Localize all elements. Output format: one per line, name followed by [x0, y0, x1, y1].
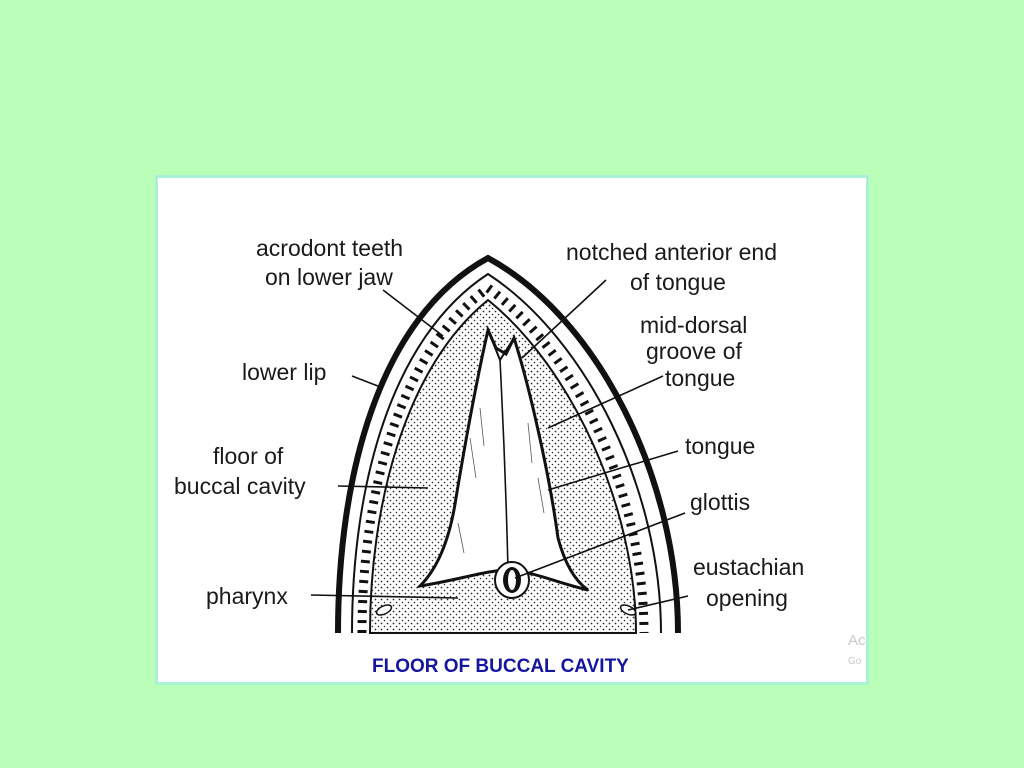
- mid-dorsal-groove: [499, 359, 509, 571]
- tongue-texture: [457, 407, 545, 554]
- faint-text-top: Ac: [848, 632, 866, 649]
- label-tongue: tongue: [685, 433, 755, 459]
- label-mid-dorsal-groove: mid-dorsal groove of tongue: [640, 312, 754, 391]
- faint-text-bottom: Go: [848, 656, 862, 667]
- label-floor-of-buccal-cavity: floor of buccal cavity: [174, 443, 306, 499]
- eustachian-opening-left: [375, 604, 393, 616]
- label-eustachian-opening: eustachian opening: [693, 554, 811, 611]
- buccal-cavity-diagram: acrodont teeth on lower jaw notched ante…: [174, 235, 866, 677]
- acrodont-teeth-row: [357, 282, 649, 634]
- label-lower-lip: lower lip: [242, 359, 326, 385]
- lower-lip-band: [351, 272, 662, 634]
- label-glottis: glottis: [690, 489, 750, 515]
- label-pharynx: pharynx: [206, 583, 288, 609]
- leader-lines: [310, 279, 689, 611]
- label-acrodont-teeth: acrodont teeth on lower jaw: [256, 235, 409, 290]
- glottis-highlight: [508, 570, 516, 590]
- diagram-caption: FLOOR OF BUCCAL CAVITY: [372, 656, 629, 677]
- diagram-panel: acrodont teeth on lower jaw notched ante…: [158, 178, 866, 682]
- label-notched-anterior-end: notched anterior end of tongue: [566, 239, 783, 295]
